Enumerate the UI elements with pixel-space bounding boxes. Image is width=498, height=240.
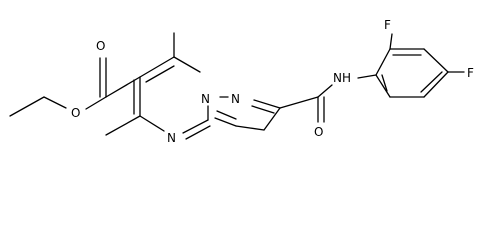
bond bbox=[214, 117, 237, 127]
bond bbox=[423, 48, 449, 73]
atom-label-n: N bbox=[167, 131, 176, 145]
bond bbox=[423, 71, 449, 98]
atom-label-o: O bbox=[314, 125, 323, 139]
bond bbox=[235, 125, 265, 131]
atom-label-n: N bbox=[231, 92, 240, 106]
bond bbox=[251, 105, 275, 114]
bond bbox=[357, 74, 377, 79]
bond bbox=[263, 107, 281, 131]
bond bbox=[105, 76, 141, 98]
atom-label-n: N bbox=[201, 92, 210, 106]
bond bbox=[43, 96, 67, 109]
bond bbox=[105, 115, 141, 136]
atom-label-f: F bbox=[467, 66, 474, 80]
bond bbox=[375, 74, 391, 98]
chemical-structure-diagram: O O N N N NH O F F bbox=[9, 18, 474, 145]
bond bbox=[420, 71, 443, 93]
bond bbox=[381, 74, 388, 92]
bond bbox=[9, 96, 45, 117]
bond bbox=[145, 65, 175, 83]
bond bbox=[375, 48, 391, 76]
atom-label-o: O bbox=[71, 106, 80, 120]
bond bbox=[139, 56, 175, 78]
bond bbox=[139, 115, 165, 132]
atom-label-f: F bbox=[384, 18, 391, 32]
bond bbox=[185, 125, 211, 140]
bond bbox=[173, 56, 201, 73]
bond bbox=[389, 33, 393, 50]
bond bbox=[253, 99, 281, 109]
atom-label-nh: NH bbox=[333, 71, 351, 85]
bond bbox=[317, 84, 333, 98]
bond bbox=[85, 96, 107, 110]
bond bbox=[279, 96, 319, 109]
atom-label-o: O bbox=[96, 39, 105, 53]
bond bbox=[216, 110, 237, 120]
bond bbox=[182, 119, 209, 134]
